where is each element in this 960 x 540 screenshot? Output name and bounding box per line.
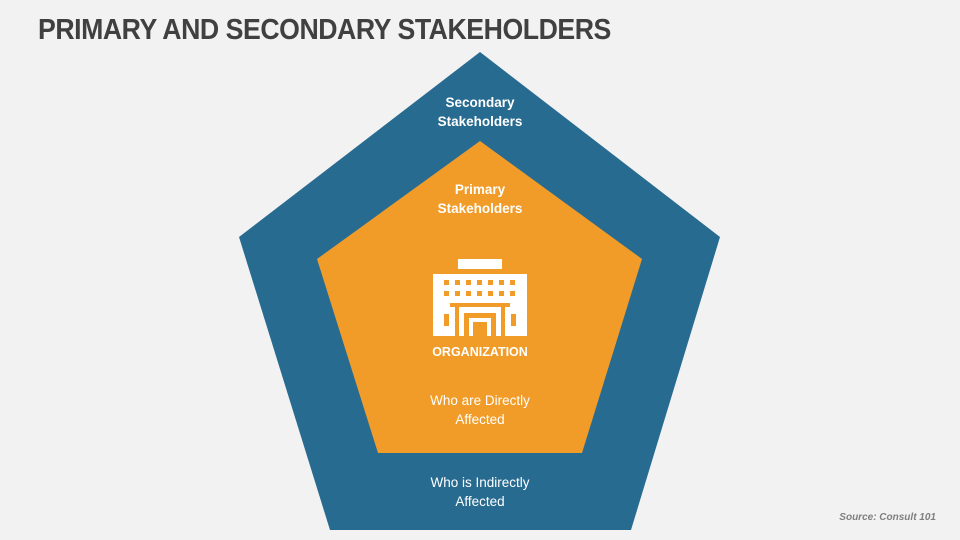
directly-affected-text: Who are Directly Affected: [380, 391, 580, 429]
building-icon: [433, 259, 527, 336]
secondary-label-line1: Secondary: [445, 95, 515, 110]
indirectly-affected-line2: Affected: [455, 494, 505, 509]
source-citation: Source: Consult 101: [839, 512, 936, 523]
primary-stakeholders-label: Primary Stakeholders: [380, 180, 580, 218]
directly-affected-line1: Who are Directly: [430, 393, 530, 408]
indirectly-affected-line1: Who is Indirectly: [430, 475, 530, 490]
secondary-stakeholders-label: Secondary Stakeholders: [380, 93, 580, 131]
organization-label: ORGANIZATION: [432, 345, 528, 359]
primary-label-line1: Primary: [454, 182, 506, 197]
directly-affected-line2: Affected: [455, 412, 505, 427]
indirectly-affected-text: Who is Indirectly Affected: [380, 473, 580, 511]
primary-label-line2: Stakeholders: [437, 201, 523, 216]
secondary-label-line2: Stakeholders: [437, 114, 523, 129]
slide-title: PRIMARY AND SECONDARY STAKEHOLDERS: [38, 14, 611, 46]
